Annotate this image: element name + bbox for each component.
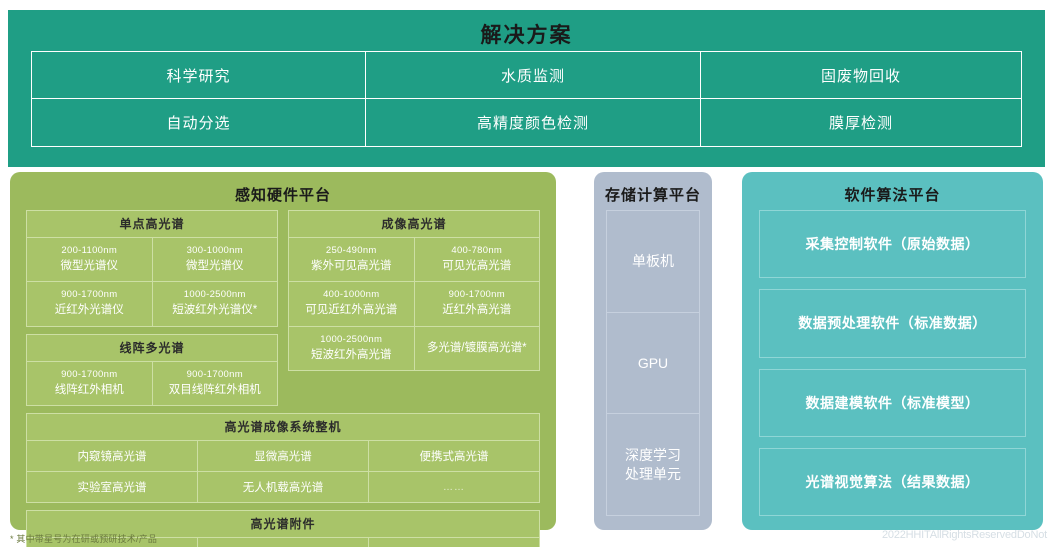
group-row: 镜头 光源（点/线/面） 滤光片 xyxy=(27,538,539,547)
item-vnir-hyperspectral[interactable]: 400-1000nm 可见近红外高光谱 xyxy=(289,282,415,326)
wavelength-range: 1000-2500nm xyxy=(183,289,246,301)
group-header: 成像高光谱 xyxy=(289,211,539,238)
item-deep-learning-unit-label: 深度学习 处理单元 xyxy=(625,446,681,482)
group-row: 内窥镜高光谱 显微高光谱 便携式高光谱 xyxy=(27,441,539,473)
item-uv-vis-hyperspectral[interactable]: 250-490nm 紫外可见高光谱 xyxy=(289,238,415,282)
item-multispectral-coating-hyperspectral[interactable]: 多光谱/镀膜高光谱* xyxy=(426,341,527,354)
group-row: 1000-2500nm 短波红外高光谱 多光谱/镀膜高光谱* xyxy=(289,326,539,371)
left-column: 单点高光谱 200-1100nm 微型光谱仪 300-1000nm 微型光谱仪 xyxy=(26,210,278,413)
product-name: 微型光谱仪 xyxy=(186,259,244,272)
product-name: 微型光谱仪 xyxy=(60,259,119,272)
item-microscope-hyperspectral[interactable]: 显微高光谱 xyxy=(198,441,369,472)
wavelength-range: 250-490nm xyxy=(325,245,377,256)
wavelength-range: 200-1100nm xyxy=(61,245,118,256)
item-portable-hyperspectral[interactable]: 便携式高光谱 xyxy=(419,451,489,464)
group-header: 线阵多光谱 xyxy=(27,335,277,362)
product-name: 可见光高光谱 xyxy=(442,259,512,272)
item-micro-spectrometer-200-1100[interactable]: 200-1100nm 微型光谱仪 xyxy=(27,238,153,282)
group-imaging-hyperspectral: 成像高光谱 250-490nm 紫外可见高光谱 400-780nm 可见光高光谱 xyxy=(288,210,540,372)
wavelength-range: 300-1000nm xyxy=(186,245,243,256)
item-system-more[interactable]: …… xyxy=(443,481,465,493)
group-row: 实验室高光谱 无人机载高光谱 …… xyxy=(27,472,539,503)
item-lab-hyperspectral[interactable]: 实验室高光谱 xyxy=(27,472,198,503)
item-visible-hyperspectral[interactable]: 400-780nm 可见光高光谱 xyxy=(415,238,540,281)
solution-cell-film-thickness[interactable]: 膜厚检测 xyxy=(828,115,893,132)
wavelength-range: 900-1700nm xyxy=(61,289,118,301)
product-name: 近红外光谱仪 xyxy=(54,304,124,317)
product-name: 双目线阵红外相机 xyxy=(168,383,261,396)
solution-cell-scientific-research[interactable]: 科学研究 xyxy=(32,52,366,99)
solution-cell-solid-waste[interactable]: 固废物回收 xyxy=(701,52,1021,99)
wavelength-range: 400-780nm xyxy=(451,245,503,256)
solution-panel: 解决方案 科学研究 水质监测 固废物回收 自动分选 高精度颜色检测 膜厚检测 xyxy=(8,10,1045,167)
software-algorithm-panel: 软件算法平台 采集控制软件（原始数据） 数据预处理软件（标准数据） 数据建模软件… xyxy=(742,172,1043,530)
product-name: 线阵红外相机 xyxy=(54,383,124,396)
item-data-modeling-software[interactable]: 数据建模软件（标准模型） xyxy=(759,368,1026,437)
item-single-board-computer[interactable]: 单板机 xyxy=(607,211,699,313)
footnote: * 其中带星号为在研或预研技术/产品 xyxy=(10,534,158,544)
group-hyperspectral-accessories: 高光谱附件 镜头 光源（点/线/面） 滤光片 标准反射率板/布 积分球 …… xyxy=(26,510,540,547)
item-gpu[interactable]: GPU xyxy=(607,313,699,415)
item-light-source[interactable]: 光源（点/线/面） xyxy=(198,538,369,547)
group-row: 250-490nm 紫外可见高光谱 400-780nm 可见光高光谱 xyxy=(289,238,540,283)
group-header: 高光谱成像系统整机 xyxy=(27,414,539,442)
wavelength-range: 900-1700nm xyxy=(186,368,243,380)
item-nir-spectrometer-900-1700[interactable]: 900-1700nm 近红外光谱仪 xyxy=(27,282,153,326)
group-single-point-hyperspectral: 单点高光谱 200-1100nm 微型光谱仪 300-1000nm 微型光谱仪 xyxy=(26,210,278,327)
storage-compute-panel: 存储计算平台 单板机 GPU 深度学习 处理单元 xyxy=(594,172,712,530)
wavelength-range: 1000-2500nm xyxy=(320,333,383,345)
software-algorithm-title: 软件算法平台 xyxy=(844,187,941,204)
hyperspectral-columns: 单点高光谱 200-1100nm 微型光谱仪 300-1000nm 微型光谱仪 xyxy=(26,210,540,413)
item-swir-spectrometer-1000-2500[interactable]: 1000-2500nm 短波红外光谱仪* xyxy=(153,282,278,325)
item-deep-learning-unit[interactable]: 深度学习 处理单元 xyxy=(607,414,699,515)
perception-hardware-body: 单点高光谱 200-1100nm 微型光谱仪 300-1000nm 微型光谱仪 xyxy=(26,210,540,547)
item-filter[interactable]: 滤光片 xyxy=(369,538,539,547)
software-algorithm-stack: 采集控制软件（原始数据） 数据预处理软件（标准数据） 数据建模软件（标准模型） … xyxy=(759,210,1026,516)
item-lens[interactable]: 镜头 xyxy=(27,538,198,547)
solution-cell-water-quality[interactable]: 水质监测 xyxy=(366,52,701,99)
group-line-array-multispectral: 线阵多光谱 900-1700nm 线阵红外相机 900-1700nm 双目线阵红… xyxy=(26,333,278,407)
group-header: 单点高光谱 xyxy=(27,211,277,238)
group-row: 400-1000nm 可见近红外高光谱 900-1700nm 近红外高光谱 xyxy=(289,282,540,327)
item-micro-spectrometer-300-1000[interactable]: 300-1000nm 微型光谱仪 xyxy=(153,238,278,281)
group-header: 高光谱附件 xyxy=(27,511,539,539)
perception-hardware-title: 感知硬件平台 xyxy=(234,187,331,204)
product-name: 可见近红外高光谱 xyxy=(305,304,398,317)
item-uav-hyperspectral[interactable]: 无人机载高光谱 xyxy=(198,472,369,503)
solution-cell-color-detection[interactable]: 高精度颜色检测 xyxy=(366,99,701,146)
group-row: 900-1700nm 线阵红外相机 900-1700nm 双目线阵红外相机 xyxy=(27,361,278,406)
product-name: 近红外高光谱 xyxy=(442,304,512,317)
item-acquisition-control-software[interactable]: 采集控制软件（原始数据） xyxy=(759,210,1026,279)
solution-grid: 科学研究 水质监测 固废物回收 自动分选 高精度颜色检测 膜厚检测 xyxy=(31,51,1022,147)
item-data-preprocessing-software[interactable]: 数据预处理软件（标准数据） xyxy=(759,289,1026,358)
platforms-row: 感知硬件平台 单点高光谱 200-1100nm 微型光谱仪 xyxy=(0,172,1053,547)
right-column: 成像高光谱 250-490nm 紫外可见高光谱 400-780nm 可见光高光谱 xyxy=(288,210,540,413)
group-row: 200-1100nm 微型光谱仪 300-1000nm 微型光谱仪 xyxy=(27,238,278,283)
product-name: 短波红外光谱仪* xyxy=(172,304,258,317)
solution-title: 解决方案 xyxy=(480,24,573,47)
product-name: 紫外可见高光谱 xyxy=(311,259,392,272)
item-line-ir-camera[interactable]: 900-1700nm 线阵红外相机 xyxy=(27,361,153,406)
storage-compute-title: 存储计算平台 xyxy=(604,187,701,204)
solution-cell-auto-sorting[interactable]: 自动分选 xyxy=(32,99,366,146)
group-row: 900-1700nm 近红外光谱仪 1000-2500nm 短波红外光谱仪* xyxy=(27,282,278,326)
item-nir-hyperspectral[interactable]: 900-1700nm 近红外高光谱 xyxy=(415,282,540,325)
perception-hardware-panel: 感知硬件平台 单点高光谱 200-1100nm 微型光谱仪 xyxy=(10,172,556,547)
group-hyperspectral-imaging-system: 高光谱成像系统整机 内窥镜高光谱 显微高光谱 便携式高光谱 实验室高光谱 无人机… xyxy=(26,413,540,504)
item-endoscope-hyperspectral[interactable]: 内窥镜高光谱 xyxy=(27,441,198,472)
item-binocular-line-ir-camera[interactable]: 900-1700nm 双目线阵红外相机 xyxy=(153,362,278,405)
wavelength-range: 400-1000nm xyxy=(323,289,380,301)
wavelength-range: 900-1700nm xyxy=(448,289,505,301)
storage-compute-stack: 单板机 GPU 深度学习 处理单元 xyxy=(606,210,700,516)
product-name: 短波红外高光谱 xyxy=(311,348,392,361)
watermark: 2022HHITAllRightsReservedDoNot xyxy=(882,529,1047,541)
item-swir-hyperspectral[interactable]: 1000-2500nm 短波红外高光谱 xyxy=(289,326,415,371)
wavelength-range: 900-1700nm xyxy=(61,368,118,380)
item-spectral-vision-algorithm[interactable]: 光谱视觉算法（结果数据） xyxy=(759,447,1026,516)
